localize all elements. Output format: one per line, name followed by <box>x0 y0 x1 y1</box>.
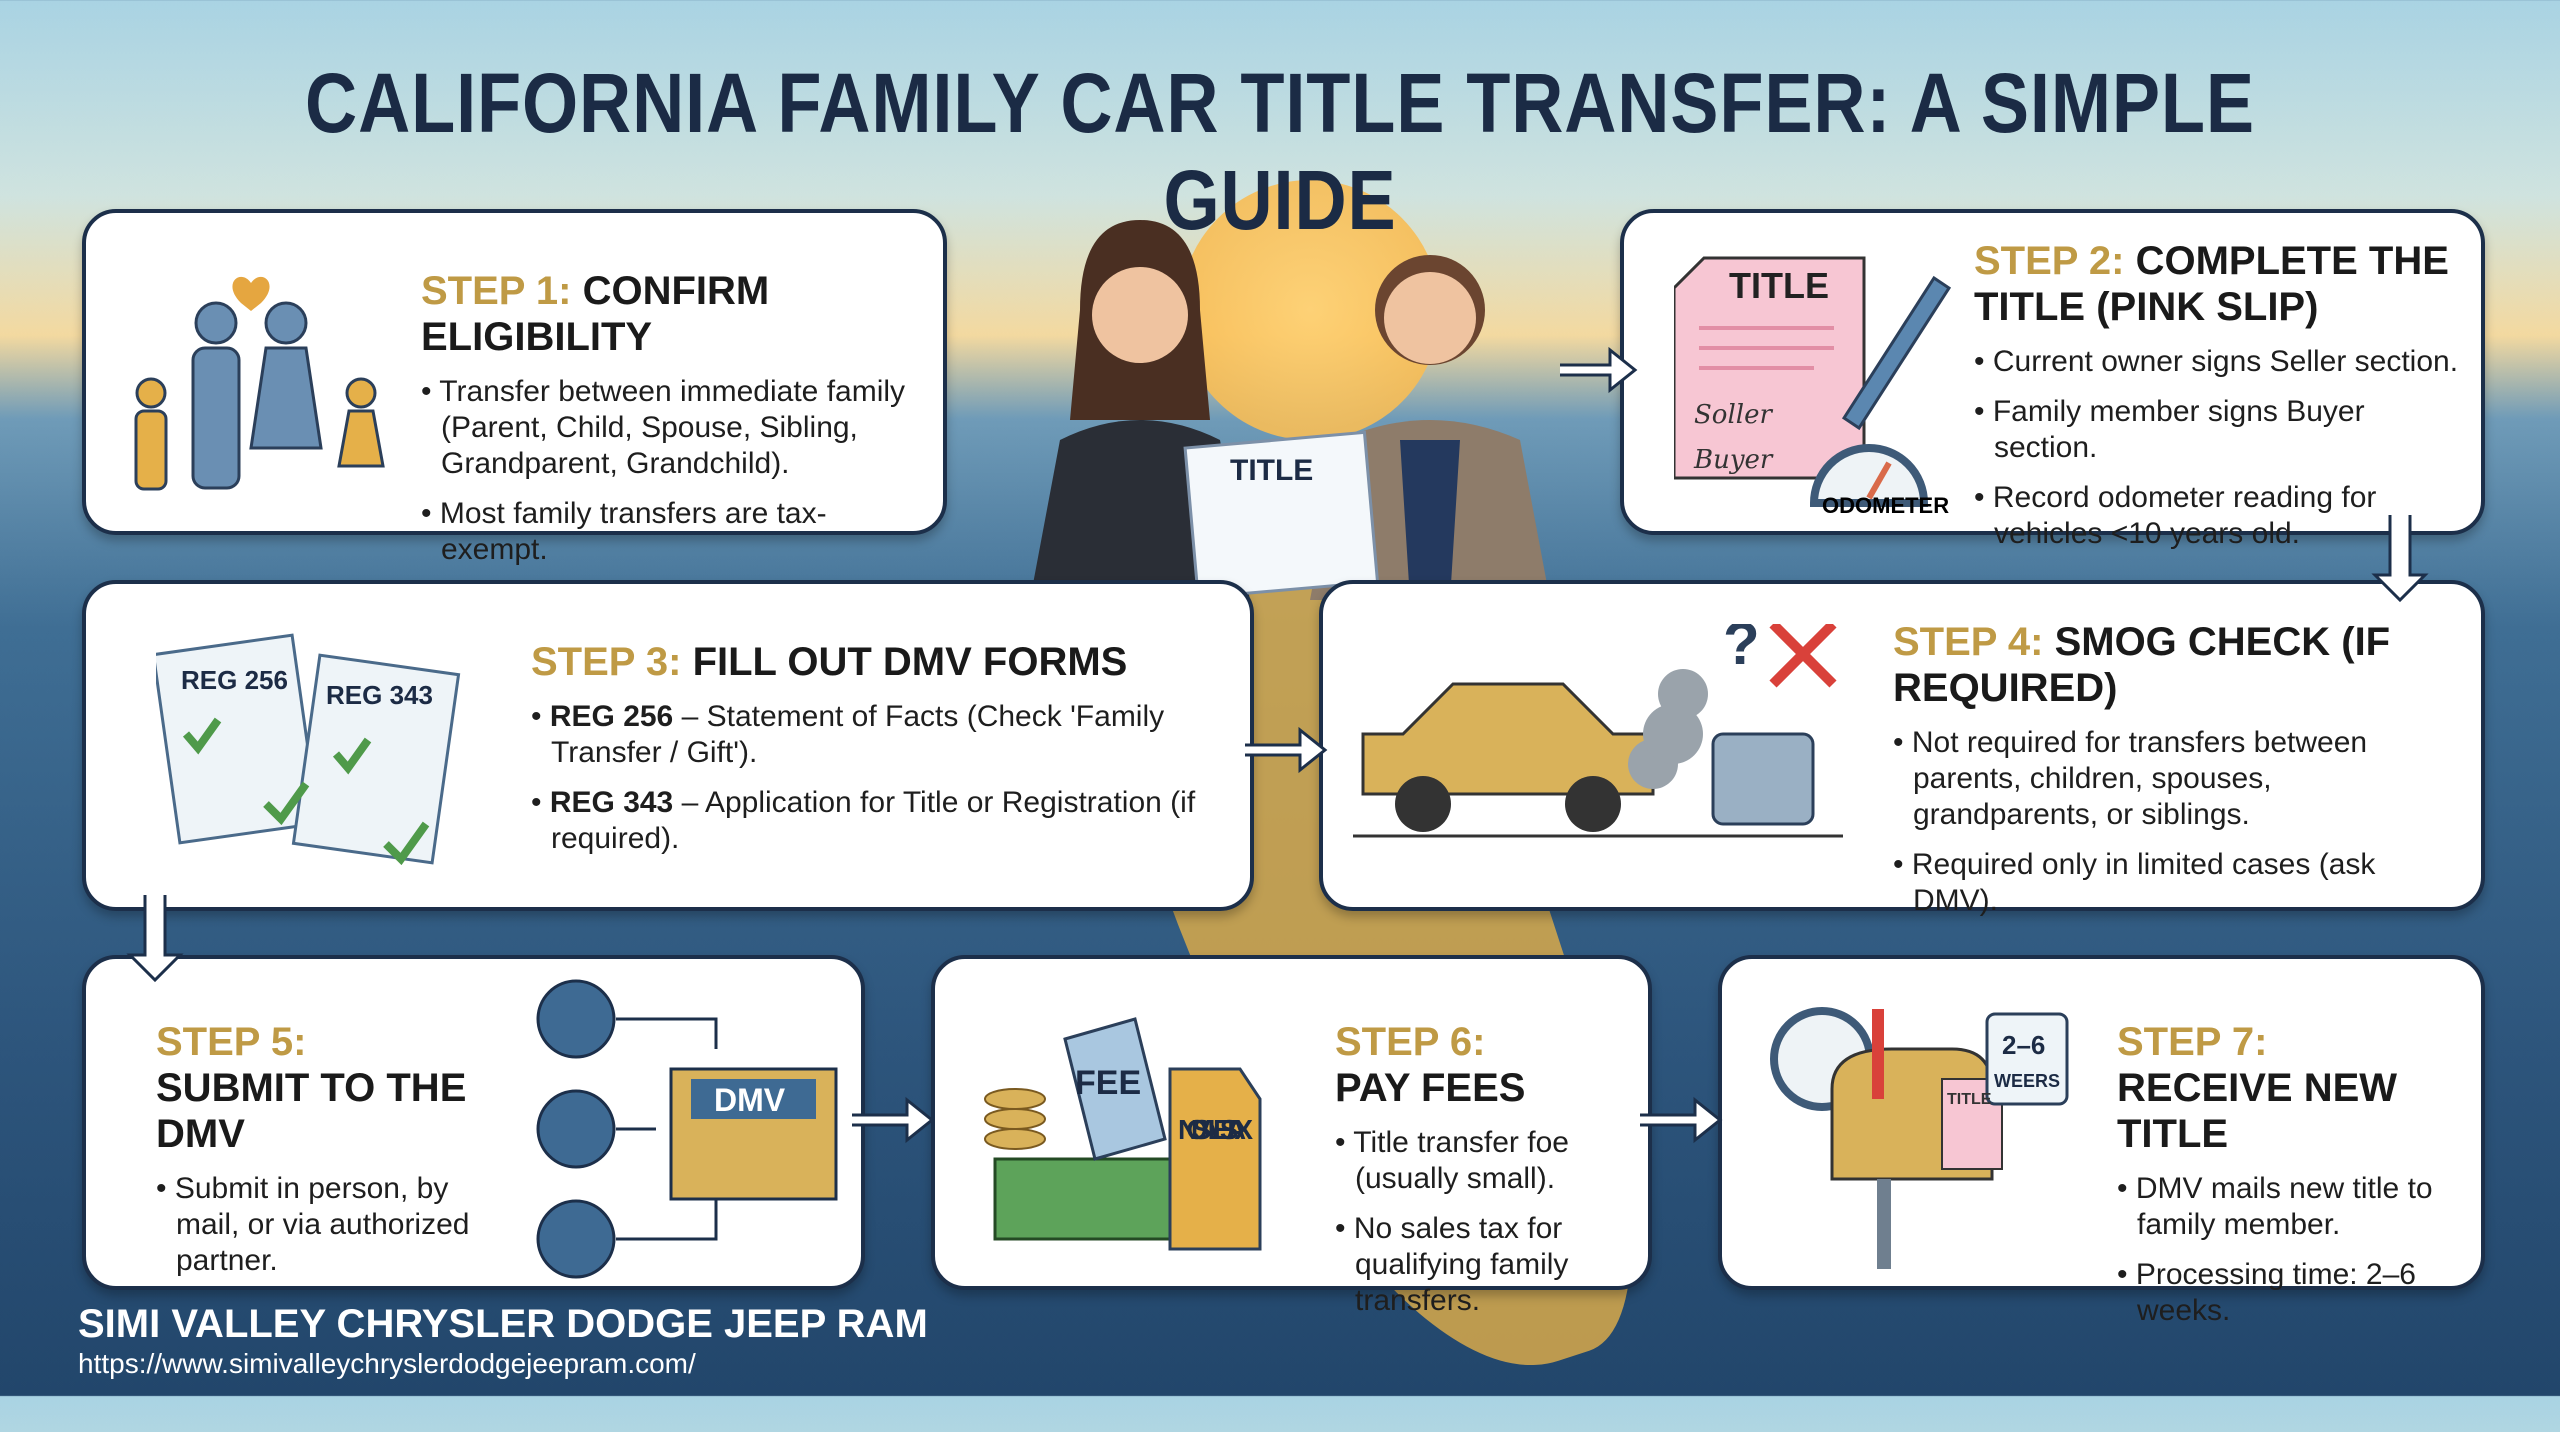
two-women-illustration: TITLE <box>1030 220 1550 600</box>
step-1-card: STEP 1: CONFIRM ELIGIBILITY Transfer bet… <box>82 209 947 566</box>
center-title-doc-label: TITLE <box>1230 454 1313 487</box>
svg-text:TITLE: TITLE <box>1729 265 1829 306</box>
step-1-bullet: Transfer between immediate family (Paren… <box>421 374 931 482</box>
svg-text:REG 256: REG 256 <box>181 665 288 695</box>
arrow-down-icon <box>126 895 184 983</box>
dmv-forms-icon: REG 256 REG 343 <box>156 633 461 866</box>
svg-text:REG 343: REG 343 <box>326 680 433 710</box>
svg-text:?: ? <box>1723 624 1760 677</box>
step-5-card: STEP 5:SUBMIT TO THE DMV Submit in perso… <box>82 955 865 1290</box>
svg-text:2–6: 2–6 <box>2002 1030 2045 1060</box>
dealer-name: SIMI VALLEY CHRYSLER DODGE JEEP RAM <box>78 1302 928 1346</box>
step-4-bullet: Required only in limited cases (ask DMV)… <box>1893 847 2463 919</box>
step-6-bullet: No sales tax for qualifying family trans… <box>1335 1211 1635 1319</box>
step-2-bullet: Record odometer reading for vehicles <10… <box>1974 480 2474 552</box>
step-7-bullet: DMV mails new title to family member. <box>2117 1171 2477 1243</box>
step-6-card: FEE NO SALES TAX STEP 6:PAY FEES Title t… <box>931 955 1652 1317</box>
fees-money-icon: FEE NO SALES TAX <box>984 1017 1262 1251</box>
arrow-right-icon <box>1245 726 1328 774</box>
step-2-bullet: Family member signs Buyer section. <box>1974 394 2474 466</box>
family-icon <box>134 276 385 491</box>
step-5-heading: STEP 5:SUBMIT TO THE DMV <box>156 1020 467 1156</box>
dealer-url[interactable]: https://www.simivalleychryslerdodgejeepr… <box>78 1348 696 1379</box>
step-2-heading: STEP 2: COMPLETE THE TITLE (PINK SLIP) <box>1974 239 2449 329</box>
step-7-bullet: Processing time: 2–6 weeks. <box>2117 1257 2477 1329</box>
arrow-right-icon <box>852 1096 935 1144</box>
step-3-bullet: REG 343 – Application for Title or Regis… <box>531 785 1231 857</box>
no-sales-tax-label: NO SALES TAX <box>1178 1114 1253 1145</box>
step-1-bullet: Most family transfers are tax-exempt. <box>421 496 931 568</box>
step-4-heading: STEP 4: SMOG CHECK (IF REQUIRED) <box>1893 620 2391 710</box>
smog-check-car-icon: ? <box>1353 624 1843 838</box>
odometer-label: ODOMETER <box>1822 493 1950 518</box>
svg-text:TITLE: TITLE <box>1947 1091 1992 1108</box>
svg-text:Soller: Soller <box>1694 400 1773 430</box>
step-2-bullet: Current owner signs Seller section. <box>1974 344 2474 380</box>
step-4-bullet: Not required for transfers between paren… <box>1893 725 2463 833</box>
fee-tag-label: FEE <box>1075 1064 1141 1102</box>
step-5-bullet: Submit in person, by mail, or via author… <box>156 1171 516 1279</box>
svg-text:WEERS: WEERS <box>1994 1071 2060 1091</box>
svg-text:Buyer: Buyer <box>1693 445 1774 475</box>
arrow-down-icon <box>2371 515 2429 603</box>
mailbox-icon: 2–6 WEERS TITLE <box>1770 1007 2069 1269</box>
dmv-building-icon: DMV <box>536 979 838 1279</box>
svg-text:DMV: DMV <box>714 1082 786 1118</box>
arrow-right-icon <box>1560 346 1638 394</box>
step-7-card: 2–6 WEERS TITLE STEP 7:RECEIVE NEW TITLE… <box>1718 955 2485 1327</box>
step-6-bullet: Title transfer foe (usually small). <box>1335 1125 1635 1197</box>
step-4-card: ? STEP 4: SMOG CHECK (IF REQUIRED) Not r… <box>1319 580 2485 917</box>
page-title: CALIFORNIA FAMILY CAR TITLE TRANSFER: A … <box>305 56 2255 247</box>
step-3-heading: STEP 3: FILL OUT DMV FORMS <box>531 640 1128 684</box>
step-7-heading: STEP 7:RECEIVE NEW TITLE <box>2117 1020 2398 1156</box>
pink-slip-title-icon: TITLE Soller Buyer <box>1674 256 1952 507</box>
step-1-heading: STEP 1: CONFIRM ELIGIBILITY <box>421 269 770 359</box>
step-3-bullet: REG 256 – Statement of Facts (Check 'Fam… <box>531 699 1231 771</box>
step-6-heading: STEP 6:PAY FEES <box>1335 1020 1526 1110</box>
step-3-card: REG 256 REG 343 STEP 3: FILL OUT DMV FOR… <box>82 580 1254 911</box>
step-2-card: TITLE Soller Buyer ODOMETER STEP 2: COMP… <box>1620 209 2485 550</box>
arrow-right-icon <box>1640 1096 1723 1144</box>
